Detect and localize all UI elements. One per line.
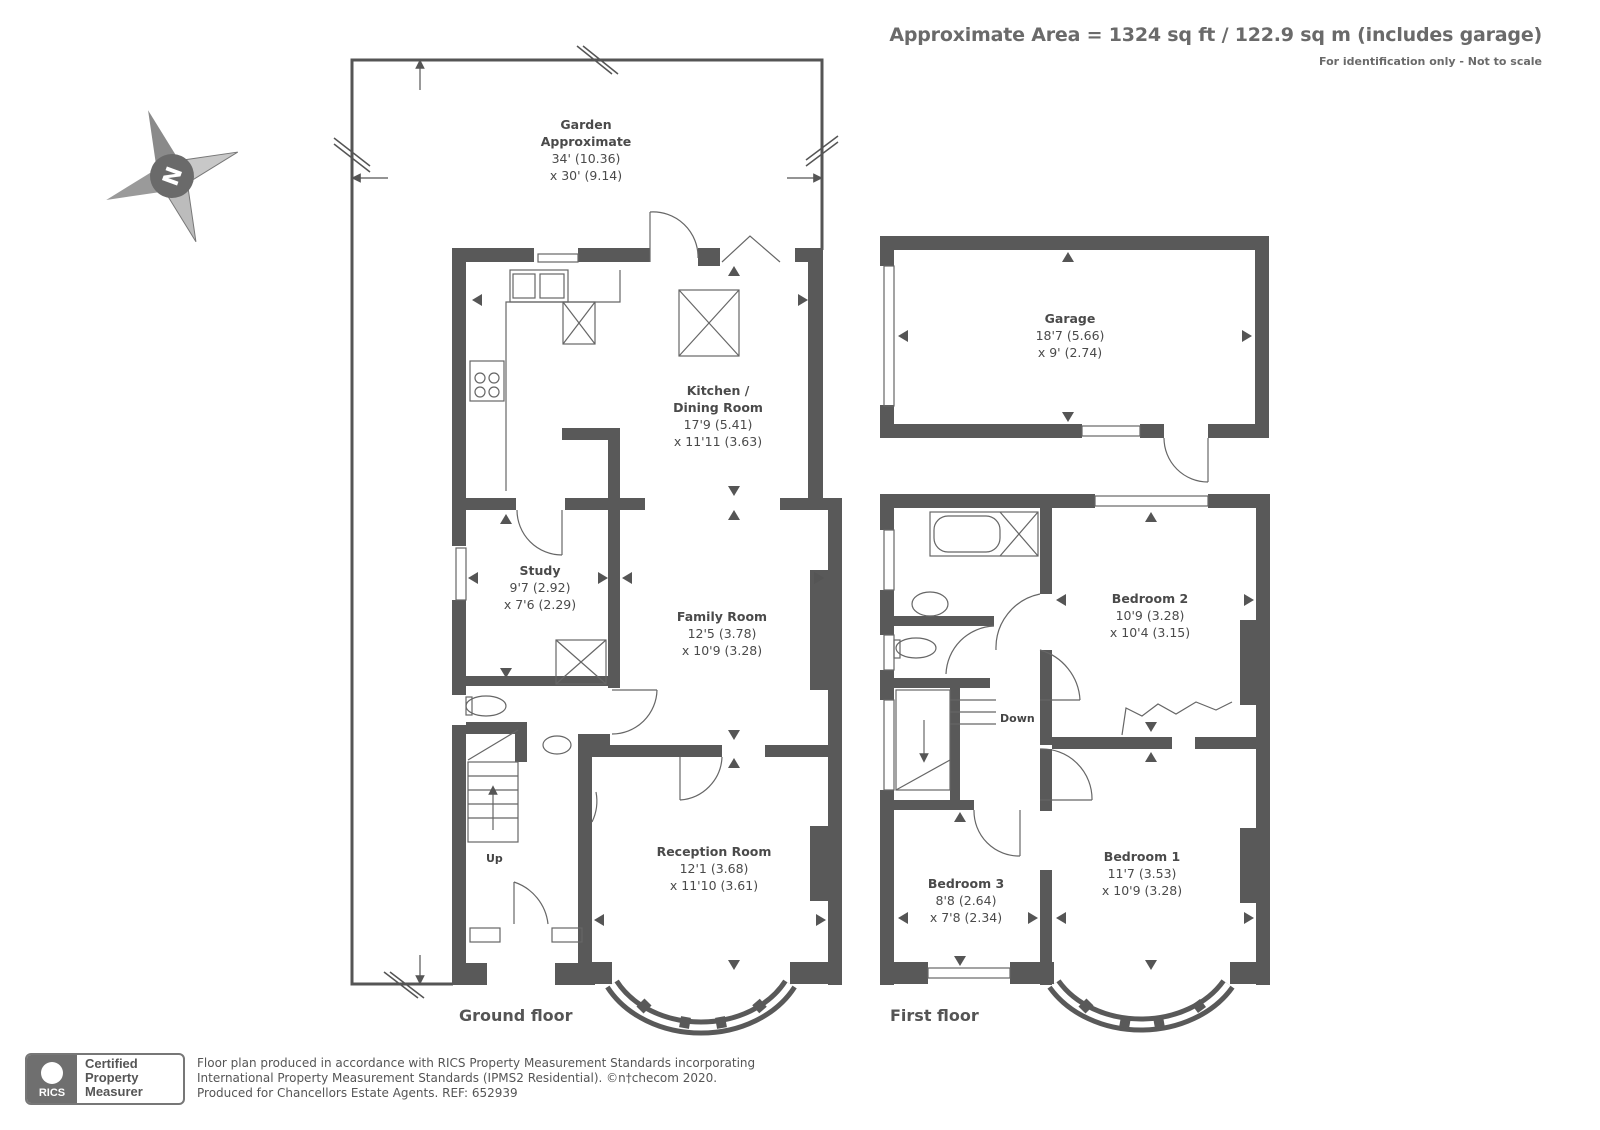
garden-boundary — [350, 58, 824, 986]
footer-credits: Floor plan produced in accordance with R… — [197, 1056, 755, 1101]
badge-line: Property — [85, 1070, 139, 1085]
ground-floor-walls — [452, 248, 842, 985]
first-floor-dimension-arrows — [898, 512, 1254, 970]
room-family: Family Room 12'5 (3.78) x 10'9 (3.28) — [677, 608, 767, 659]
room-dimension: 11'7 (3.53) — [1107, 866, 1177, 881]
badge-line: Certified — [85, 1056, 138, 1071]
garden-dimension-arrows — [351, 59, 823, 985]
room-bedroom-1: Bedroom 1 11'7 (3.53) x 10'9 (3.28) — [1102, 848, 1182, 899]
footer-line: Floor plan produced in accordance with R… — [197, 1056, 756, 1070]
room-garden: Garden Approximate 34' (10.36) x 30' (9.… — [541, 116, 632, 184]
room-name: Dining Room — [673, 400, 763, 415]
garden-boundary-breaks — [333, 45, 839, 999]
room-dimension: x 10'9 (3.28) — [681, 643, 763, 658]
room-study: Study 9'7 (2.92) x 7'6 (2.29) — [504, 562, 576, 613]
rics-certified-badge: RICS Certified Property Measurer — [25, 1053, 185, 1105]
room-name: Kitchen / — [686, 383, 750, 398]
room-name: Family Room — [676, 609, 768, 624]
room-dimension: x 10'9 (3.28) — [1101, 883, 1183, 898]
room-name: Bedroom 2 — [1111, 591, 1189, 606]
room-dimension: 10'9 (3.28) — [1115, 608, 1185, 623]
stairs-up-label: Up — [486, 852, 503, 865]
room-dimension: x 10'4 (3.15) — [1109, 625, 1191, 640]
room-dimension: x 9' (2.74) — [1037, 345, 1103, 360]
room-name: Bedroom 1 — [1103, 849, 1181, 864]
kitchen-fittings — [469, 211, 781, 491]
study-fittings — [455, 509, 723, 801]
room-garage: Garage 18'7 (5.66) x 9' (2.74) — [1036, 310, 1105, 361]
room-dimension: 12'1 (3.68) — [679, 861, 749, 876]
ground-floor-label: Ground floor — [459, 1006, 573, 1025]
room-name: Study — [519, 563, 561, 578]
garage-walls — [880, 236, 1269, 438]
room-name: Bedroom 3 — [927, 876, 1005, 891]
room-dimension: 12'5 (3.78) — [687, 626, 757, 641]
room-bedroom-3: Bedroom 3 8'8 (2.64) x 7'8 (2.34) — [928, 875, 1004, 926]
footer-line: Produced for Chancellors Estate Agents. … — [197, 1086, 518, 1100]
room-name: Garage — [1044, 311, 1096, 326]
certified-property-measurer-label: Certified Property Measurer — [85, 1057, 143, 1099]
ground-dimension-arrows — [468, 266, 826, 970]
rics-lion-icon — [41, 1062, 63, 1084]
room-dimension: 18'7 (5.66) — [1035, 328, 1105, 343]
ground-stairs — [467, 729, 598, 943]
first-floor-walls — [880, 494, 1270, 985]
identification-note: For identification only - Not to scale — [1319, 55, 1542, 68]
room-kitchen-dining: Kitchen / Dining Room 17'9 (5.41) x 11'1… — [673, 382, 763, 450]
room-dimension: x 30' (9.14) — [549, 168, 623, 183]
room-name: Approximate — [540, 134, 632, 149]
room-dimension: 9'7 (2.92) — [509, 580, 571, 595]
first-floor-fittings — [883, 495, 1233, 979]
rics-logo: RICS — [27, 1055, 77, 1103]
room-dimension: x 11'11 (3.63) — [673, 434, 763, 449]
room-reception: Reception Room 12'1 (3.68) x 11'10 (3.61… — [657, 843, 772, 894]
room-dimension: 8'8 (2.64) — [935, 893, 997, 908]
footer-line: International Property Measurement Stand… — [197, 1071, 718, 1085]
approximate-area-title: Approximate Area = 1324 sq ft / 122.9 sq… — [889, 24, 1542, 46]
garage-fittings — [883, 265, 1209, 483]
room-name: Garden — [560, 117, 612, 132]
room-dimension: x 11'10 (3.61) — [669, 878, 759, 893]
stairs-down-label: Down — [1000, 712, 1035, 725]
room-dimension: x 7'6 (2.29) — [503, 597, 577, 612]
room-name: Reception Room — [656, 844, 772, 859]
room-dimension: x 7'8 (2.34) — [929, 910, 1003, 925]
compass-north-icon: N — [106, 110, 239, 243]
badge-line: Measurer — [85, 1084, 143, 1099]
first-floor-label: First floor — [890, 1006, 979, 1025]
room-dimension: 17'9 (5.41) — [683, 417, 753, 432]
room-bedroom-2: Bedroom 2 10'9 (3.28) x 10'4 (3.15) — [1110, 590, 1190, 641]
room-dimension: 34' (10.36) — [551, 151, 621, 166]
rics-org-label: RICS — [38, 1087, 66, 1099]
